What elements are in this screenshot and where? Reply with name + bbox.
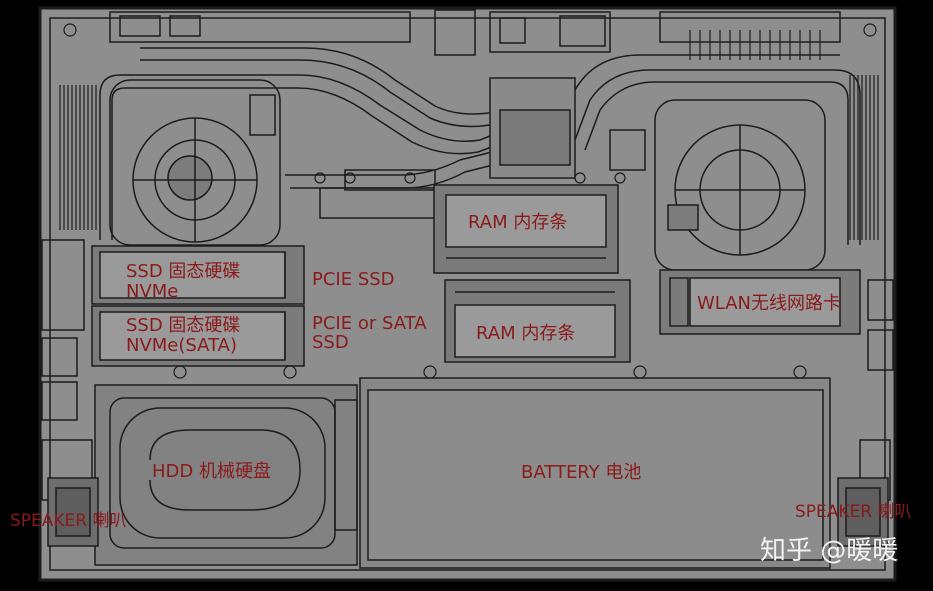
watermark: 知乎 @暖暖 (760, 536, 899, 566)
speaker-left-shape (47, 477, 99, 547)
ssd1-label-line2: NVMe (126, 281, 179, 302)
ssd1-label-line1: SSD 固态硬碟 (126, 261, 241, 282)
battery-label: BATTERY 电池 (521, 462, 642, 483)
battery (359, 377, 831, 569)
speaker-right-label: SPEAKER 喇叭 (795, 502, 912, 522)
screws (63, 23, 877, 379)
hdd-label: HDD 机械硬盘 (152, 461, 271, 482)
heat-pipes (99, 47, 861, 245)
pcie-sata-label-line1: PCIE or SATA (312, 313, 427, 334)
ram-bottom-label: RAM 内存条 (476, 323, 576, 344)
ssd-slot-1 (91, 245, 305, 305)
wlan-slot (659, 269, 861, 335)
speaker-right-shape (837, 477, 889, 547)
pcie-ssd-label: PCIE SSD (312, 269, 395, 290)
left-heatsink (59, 85, 97, 230)
ram-slot-bottom (444, 279, 631, 363)
top-connectors (109, 9, 841, 56)
ssd2-label-line1: SSD 固态硬碟 (126, 315, 241, 336)
ram-top-label: RAM 内存条 (468, 212, 568, 233)
ssd-slot-2 (91, 305, 305, 367)
pcie-sata-label-line2: SSD (312, 332, 349, 353)
left-fan (109, 79, 281, 246)
hdd-bay (94, 384, 358, 566)
wlan-label: WLAN无线网路卡 (697, 293, 842, 314)
ssd2-label-line2: NVMe(SATA) (126, 335, 238, 356)
speaker-left-label: SPEAKER 喇叭 (10, 511, 127, 531)
cpu-plate (319, 77, 646, 219)
ram-slot-top (433, 184, 619, 274)
right-heatsink (689, 30, 879, 240)
